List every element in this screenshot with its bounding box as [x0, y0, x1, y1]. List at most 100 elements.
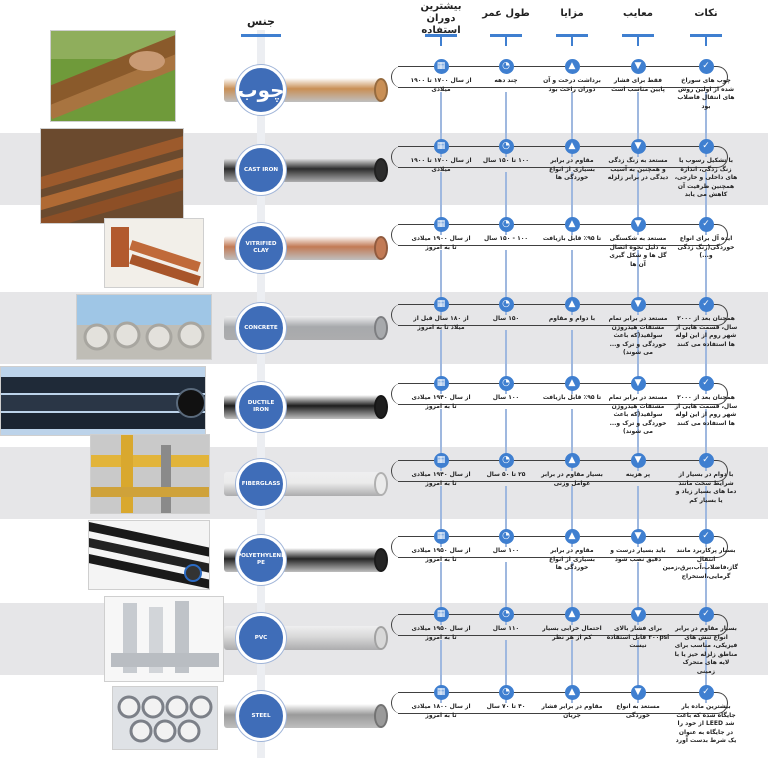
column-connector	[637, 92, 639, 157]
cell-notes: بیشترین ماده بار جایگاه شده که باعث شد L…	[675, 703, 737, 744]
column-connector	[440, 640, 442, 703]
cell-lifespan: ۱۰۰ سال	[492, 547, 520, 554]
material-badge-fiberglass: FIBERGLASS	[236, 459, 286, 509]
column-connector	[705, 562, 707, 625]
material-badge-cast-iron: CAST IRON	[236, 145, 286, 195]
column-connector	[637, 562, 639, 625]
clock-icon: ◔	[498, 59, 514, 74]
cell-disadvantages: مستعد به انواع خوردگی	[616, 703, 660, 719]
thumbs-down-icon: ▼	[630, 453, 646, 468]
column-connector	[505, 562, 507, 625]
thumbs-up-icon: ▲	[564, 217, 580, 232]
column-connector	[440, 486, 442, 547]
column-connector	[571, 409, 573, 471]
column-connector	[505, 409, 507, 471]
column-connector	[505, 250, 507, 315]
cell-service-life: از سال ۱۹۰۰ میلادی تا به امروز	[411, 235, 471, 251]
cell-disadvantages: باید بسیار درست و دقیق نصب شود	[610, 547, 666, 563]
cell-lifespan: ۲۵ تا ۵۰ سال	[486, 471, 526, 478]
check-icon: ✓	[698, 139, 714, 154]
column-connector	[705, 486, 707, 547]
cell-lifespan: ۱۰۰ - ۱۵۰ سال	[483, 235, 529, 242]
column-connector	[440, 409, 442, 471]
row-track	[398, 536, 728, 558]
material-badge-concrete: CONCRETE	[236, 303, 286, 353]
column-connector	[637, 640, 639, 703]
material-badge-polyethylene-pe: POLYETHYLENE PE	[236, 535, 286, 585]
calendar-icon: ▦	[433, 139, 449, 154]
cell-service-life: از سال ۱۹۴۰ میلادی تا به امروز	[411, 394, 471, 410]
clock-icon: ◔	[498, 529, 514, 544]
cell-lifespan: ۱۵۰ سال	[492, 315, 520, 322]
calendar-icon: ▦	[433, 297, 449, 312]
column-connector	[705, 640, 707, 703]
column-connector	[637, 486, 639, 547]
row-track	[398, 614, 728, 636]
cell-service-life: از سال ۱۷۰۰ تا ۱۹۰۰ میلادی	[410, 157, 472, 173]
thumbs-up-icon: ▲	[564, 376, 580, 391]
column-connector	[571, 330, 573, 394]
cell-advantages: تا ۹۵٪ قابل بازیافت	[542, 394, 602, 401]
calendar-icon: ▦	[433, 376, 449, 391]
cell-notes: بسیار پرکاربرد مانند انتقال گاز،فاضلاب،آ…	[662, 547, 738, 580]
column-connector	[637, 172, 639, 235]
row-track	[398, 224, 728, 246]
cell-advantages: مقاوم در برابر بسیاری از انواع خوردگی ها	[549, 547, 595, 571]
calendar-icon: ▦	[433, 453, 449, 468]
column-connector	[571, 640, 573, 703]
column-connector	[571, 562, 573, 625]
check-icon: ✓	[698, 376, 714, 391]
column-connector	[705, 172, 707, 235]
cell-notes: ایده آل برای انواع خوردگی(زنگ زدگی و...)	[677, 235, 735, 259]
cast-iron-pipe-photo	[40, 128, 184, 224]
pipe-end	[374, 78, 388, 102]
header-advantages-line	[556, 34, 588, 37]
thumbs-down-icon: ▼	[630, 139, 646, 154]
row-track	[398, 460, 728, 482]
fiberglass-pipe-photo	[90, 434, 210, 514]
clock-icon: ◔	[498, 217, 514, 232]
cell-service-life: از سال ۱۹۵۰ میلادی تا به امروز	[411, 625, 471, 641]
cell-notes: با دوام در بسیار از شرایط سخت مانند دما …	[675, 471, 737, 504]
cell-disadvantages: مستعد به شکستگی به دلیل نحوه اتصال گل ها…	[609, 235, 667, 268]
cell-advantages: برداشت درخت و آن دوران راحت بود	[543, 77, 601, 93]
column-connector	[705, 250, 707, 315]
thumbs-up-icon: ▲	[564, 297, 580, 312]
cell-advantages: با دوام و مقاوم	[548, 315, 596, 322]
column-connector	[440, 172, 442, 235]
cell-service-life: از سال ۱۸۰۰ میلادی تا به امروز	[411, 703, 471, 719]
header-notes-label: نکات	[694, 8, 718, 19]
calendar-icon: ▦	[433, 217, 449, 232]
pipe-end	[374, 472, 388, 496]
thumbs-up-icon: ▲	[564, 59, 580, 74]
column-connector	[637, 330, 639, 394]
check-icon: ✓	[698, 685, 714, 700]
column-connector	[440, 250, 442, 315]
thumbs-up-icon: ▲	[564, 607, 580, 622]
thumbs-down-icon: ▼	[630, 376, 646, 391]
cell-disadvantages: برای فشار بالای ۳۰۰psi قابل استفاده نیست	[606, 625, 670, 649]
header-lifespan-label: طول عمر	[482, 8, 530, 19]
row-track	[398, 66, 728, 88]
check-icon: ✓	[698, 59, 714, 74]
calendar-icon: ▦	[433, 607, 449, 622]
cell-notes: چوب های سوراخ شده از اولین روش های انتقا…	[677, 77, 735, 110]
column-connector	[505, 486, 507, 547]
pipe-end	[374, 626, 388, 650]
row-track	[398, 304, 728, 326]
concrete-pipe-photo	[76, 294, 212, 360]
column-connector	[705, 409, 707, 471]
ductile-iron-pipe-photo	[0, 366, 206, 436]
column-connector	[505, 172, 507, 235]
column-connector	[505, 330, 507, 394]
column-connector	[505, 640, 507, 703]
pipe-end	[374, 548, 388, 572]
check-icon: ✓	[698, 217, 714, 232]
clock-icon: ◔	[498, 297, 514, 312]
check-icon: ✓	[698, 453, 714, 468]
row-track	[398, 383, 728, 405]
material-badge-wood: چوب	[236, 65, 286, 115]
column-connector	[440, 562, 442, 625]
material-badge-vitrified-clay: VITRIFIED CLAY	[236, 223, 286, 273]
column-connector	[571, 486, 573, 547]
